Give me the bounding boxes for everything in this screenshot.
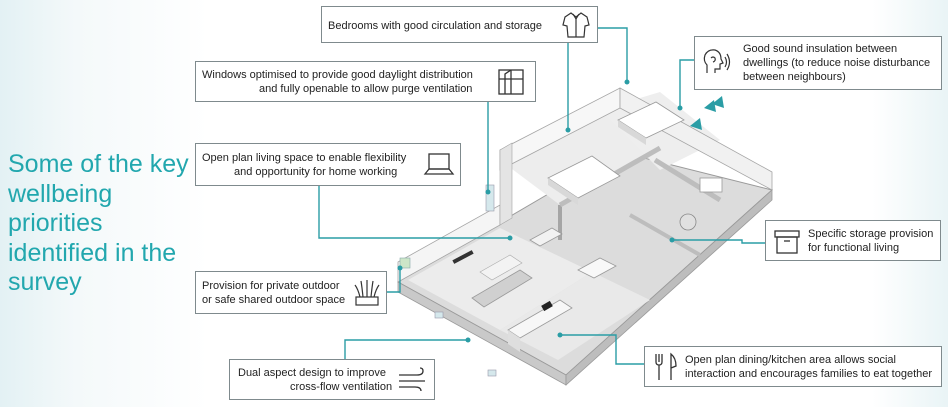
callout-bedrooms-text: Bedrooms with good circulation and stora… <box>328 20 543 32</box>
leader-storage <box>672 239 765 244</box>
shirt-icon <box>560 9 592 41</box>
sound-arrow-2 <box>712 96 724 108</box>
callout-windows-line1: Windows optimised to provide good daylig… <box>202 69 473 81</box>
tv <box>452 250 474 264</box>
callout-open-plan-line1: Open plan living space to enable flexibi… <box>202 152 407 164</box>
callout-storage-line2: for functional living <box>808 242 900 254</box>
callout-storage-line1: Specific storage provision <box>808 228 934 240</box>
callout-open-plan: Open plan living space to enable flexibi… <box>195 143 461 186</box>
callout-sound-line2: dwellings (to reduce noise disturbance <box>743 57 931 69</box>
storage-box-icon <box>772 226 802 256</box>
hearing-icon <box>699 47 731 79</box>
callout-outdoor-line2: or safe shared outdoor space <box>202 294 346 306</box>
window-icon <box>496 67 526 97</box>
callout-outdoor-line1: Provision for private outdoor <box>202 280 340 292</box>
sound-arrow-1 <box>704 100 716 112</box>
dining-table <box>577 257 617 279</box>
sofa <box>471 269 533 308</box>
bed-1 <box>547 155 621 199</box>
callout-sound-line1: Good sound insulation between <box>743 43 898 55</box>
callout-dual-aspect-line1: Dual aspect design to improve <box>238 367 386 379</box>
wind-icon <box>397 366 429 394</box>
leader-dual-aspect <box>344 339 468 360</box>
callout-windows-line2: and fully openable to allow purge ventil… <box>259 83 473 95</box>
cutlery-icon <box>650 352 680 382</box>
laptop-icon <box>423 150 455 180</box>
desk <box>529 227 563 247</box>
plant-icon <box>351 277 383 309</box>
callout-dining: Open plan dining/kitchen area allows soc… <box>644 346 942 387</box>
leader-bedrooms-right <box>597 27 628 82</box>
leader-outdoor <box>385 268 401 293</box>
callout-dining-line2: interaction and encourages families to e… <box>685 368 933 380</box>
kitchen-floor <box>500 272 650 360</box>
callout-sound-line3: between neighbours) <box>743 71 846 83</box>
living-floor <box>408 228 592 330</box>
callout-dual-aspect: Dual aspect design to improve cross-flow… <box>229 359 435 400</box>
bed-2 <box>617 101 685 139</box>
leader-open-plan <box>318 180 510 239</box>
headline: Some of the key wellbeing priorities ide… <box>8 150 189 296</box>
hob <box>541 300 553 312</box>
callout-windows: Windows optimised to provide good daylig… <box>195 61 536 102</box>
sound-arrow-3 <box>690 118 702 130</box>
callout-outdoor: Provision for private outdoor or safe sh… <box>195 271 387 314</box>
callout-sound: Good sound insulation between dwellings … <box>694 36 942 90</box>
leader-sound <box>679 59 700 108</box>
callout-dining-line1: Open plan dining/kitchen area allows soc… <box>685 354 896 366</box>
callout-dual-aspect-line2: cross-flow ventilation <box>290 381 393 393</box>
leader-dining <box>560 334 644 365</box>
callout-bedrooms: Bedrooms with good circulation and stora… <box>321 6 598 43</box>
callout-open-plan-line2: and opportunity for home working <box>234 166 398 178</box>
washing-machine <box>679 213 697 231</box>
callout-storage: Specific storage provision for functiona… <box>765 220 941 261</box>
